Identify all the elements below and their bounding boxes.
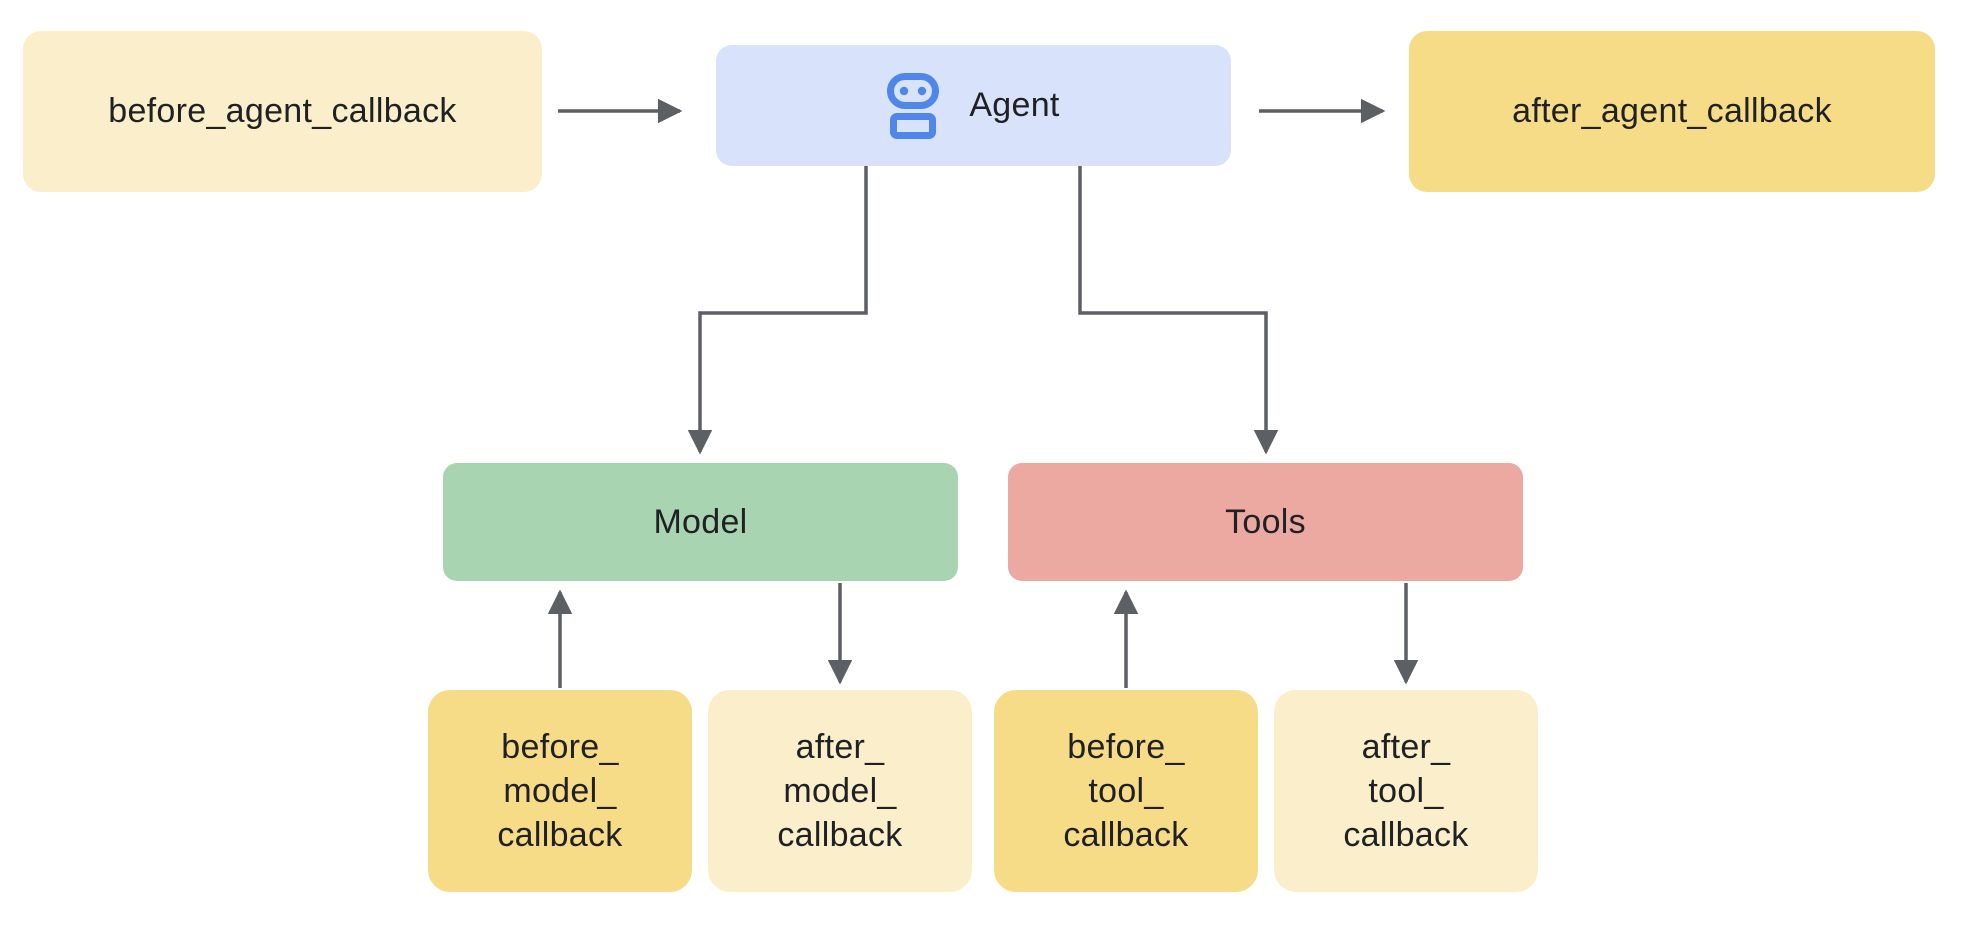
node-label: Model: [653, 502, 748, 541]
node-before-tool-callback: before_ tool_ callback: [994, 690, 1258, 892]
node-label: after_ model_ callback: [777, 725, 902, 857]
node-label: before_ tool_ callback: [1063, 725, 1188, 857]
label-line: callback: [1063, 816, 1189, 854]
label-line: before_: [1067, 728, 1185, 766]
node-before-agent-callback: before_agent_callback: [23, 31, 542, 192]
node-label: before_agent_callback: [108, 92, 457, 130]
label-line: before_: [501, 728, 619, 766]
node-label: before_ model_ callback: [497, 725, 622, 857]
label-line: callback: [777, 816, 903, 854]
label-line: after_: [1361, 728, 1451, 766]
node-after-model-callback: after_ model_ callback: [708, 690, 972, 892]
node-label: Tools: [1225, 502, 1306, 541]
node-after-tool-callback: after_ tool_ callback: [1274, 690, 1538, 892]
node-agent: Agent: [716, 45, 1231, 166]
label-line: after_: [795, 728, 885, 766]
label-line: callback: [1343, 816, 1469, 854]
edge-agent-to-model: [687, 166, 868, 455]
label-line: model_: [503, 772, 617, 810]
node-label: after_ tool_ callback: [1343, 725, 1468, 857]
node-model: Model: [443, 463, 958, 581]
node-label: Agent: [969, 86, 1060, 124]
label-line: callback: [497, 816, 623, 854]
node-label: after_agent_callback: [1512, 92, 1832, 130]
label-line: model_: [783, 772, 897, 810]
node-after-agent-callback: after_agent_callback: [1409, 31, 1935, 192]
robot-icon: [887, 72, 940, 139]
edge-agent-to-tools: [1078, 166, 1279, 455]
node-before-model-callback: before_ model_ callback: [428, 690, 692, 892]
label-line: tool_: [1368, 772, 1444, 810]
label-line: tool_: [1088, 772, 1164, 810]
node-tools: Tools: [1008, 463, 1523, 581]
